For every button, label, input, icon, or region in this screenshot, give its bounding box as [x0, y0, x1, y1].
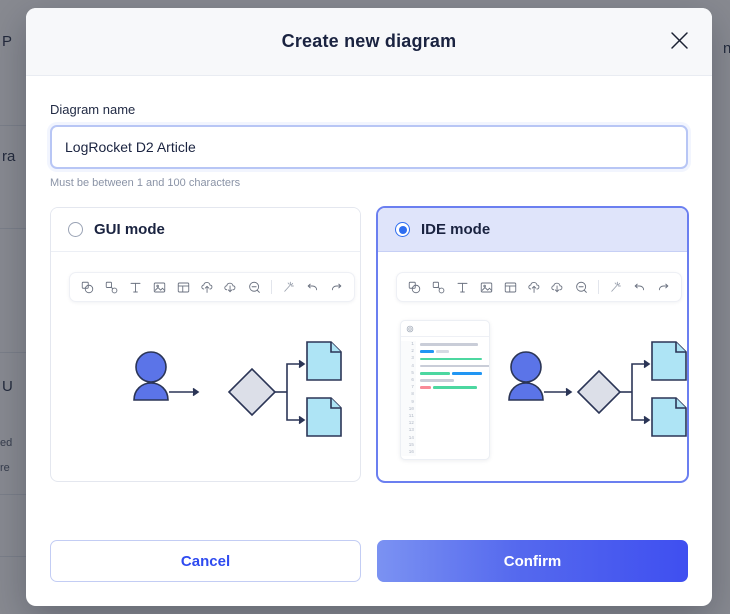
- code-line: [420, 355, 489, 362]
- code-line: [420, 348, 489, 355]
- code-token: [420, 372, 450, 375]
- code-token: [420, 386, 431, 390]
- line-number: 7: [411, 385, 414, 391]
- close-icon: [670, 31, 689, 53]
- code-line: [420, 391, 489, 398]
- layout-icon: [503, 280, 518, 295]
- mode-card-ide-label: IDE mode: [421, 221, 491, 238]
- connector-icon: [104, 280, 119, 295]
- create-diagram-modal: Create new diagram Diagram name Must be …: [26, 8, 712, 606]
- mode-card-gui-label: GUI mode: [94, 221, 165, 238]
- magic-wand-icon: [608, 280, 623, 295]
- radio-gui-mode[interactable]: [68, 222, 83, 237]
- modal-footer: Cancel Confirm: [26, 520, 712, 606]
- code-token: [420, 357, 482, 361]
- magic-wand-icon: [281, 280, 296, 295]
- undo-icon: [632, 280, 647, 295]
- code-content: [416, 341, 489, 456]
- mode-card-ide-header[interactable]: IDE mode: [378, 208, 687, 252]
- code-token: [433, 386, 477, 390]
- code-editor-topbar: [401, 321, 489, 337]
- line-number: 9: [411, 399, 414, 405]
- upload-icon: [200, 280, 215, 295]
- code-line: [420, 427, 489, 434]
- upload-icon: [527, 280, 542, 295]
- text-icon: [455, 280, 470, 295]
- diagram-name-label: Diagram name: [50, 102, 136, 117]
- cloud-download-icon: [223, 280, 238, 295]
- image-icon: [479, 280, 494, 295]
- line-number: 15: [408, 442, 414, 448]
- shapes-icon: [80, 280, 95, 295]
- toolbar-divider: [271, 280, 273, 294]
- preview-toolbar: [396, 272, 682, 302]
- redo-icon: [329, 280, 344, 295]
- image-icon: [152, 280, 167, 295]
- code-line: [420, 377, 489, 384]
- mode-selector: GUI mode: [50, 207, 688, 482]
- code-token: [420, 379, 454, 382]
- code-line: [420, 413, 489, 420]
- redo-icon: [656, 280, 671, 295]
- code-token: [420, 343, 478, 346]
- line-number: 12: [408, 421, 414, 427]
- cloud-download-icon: [550, 280, 565, 295]
- preview-toolbar: [69, 272, 355, 302]
- code-token: [436, 350, 449, 354]
- line-number: 8: [411, 392, 414, 398]
- undo-icon: [305, 280, 320, 295]
- line-number: 3: [411, 356, 414, 362]
- confirm-button[interactable]: Confirm: [377, 540, 688, 582]
- line-number: 16: [408, 450, 414, 456]
- code-line: [420, 363, 489, 370]
- line-number: 11: [408, 414, 414, 420]
- code-line: [420, 420, 489, 427]
- code-token: [420, 350, 434, 354]
- code-line: [420, 406, 489, 413]
- code-gutter: 1 2 3 4 5 6 7 8 9 10 11: [401, 341, 416, 457]
- radio-ide-mode[interactable]: [395, 222, 410, 237]
- modal-header: Create new diagram: [26, 8, 712, 76]
- diagram-name-input[interactable]: [50, 125, 688, 169]
- code-line: [420, 341, 489, 348]
- shapes-icon: [407, 280, 422, 295]
- code-editor-panel[interactable]: 1 2 3 4 5 6 7 8 9 10 11: [400, 320, 490, 460]
- code-line: [420, 399, 489, 406]
- diagram-name-helper-text: Must be between 1 and 100 characters: [50, 177, 241, 189]
- code-token: [452, 372, 482, 375]
- preview-diagram: [508, 341, 687, 437]
- comment-icon: [247, 280, 262, 295]
- text-icon: [128, 280, 143, 295]
- line-number: 4: [411, 363, 414, 369]
- mode-card-ide-preview: 1 2 3 4 5 6 7 8 9 10 11: [378, 252, 687, 481]
- toolbar-divider: [598, 280, 600, 294]
- code-token: [420, 364, 489, 368]
- mode-card-gui[interactable]: GUI mode: [50, 207, 361, 482]
- close-button[interactable]: [662, 25, 696, 59]
- line-number: 5: [411, 370, 414, 376]
- code-line: [420, 449, 489, 456]
- code-line: [420, 442, 489, 449]
- line-number: 6: [411, 378, 414, 384]
- mode-card-gui-preview: [51, 252, 360, 481]
- gear-icon[interactable]: [406, 321, 414, 338]
- code-line: [420, 434, 489, 441]
- connector-icon: [431, 280, 446, 295]
- line-number: 14: [408, 435, 414, 441]
- comment-icon: [574, 280, 589, 295]
- line-number: 13: [408, 428, 414, 434]
- mode-card-gui-header[interactable]: GUI mode: [51, 208, 360, 252]
- cancel-button[interactable]: Cancel: [50, 540, 362, 582]
- code-line: [420, 370, 489, 377]
- preview-diagram: [133, 341, 342, 437]
- code-editor-rows: 1 2 3 4 5 6 7 8 9 10 11: [401, 337, 489, 457]
- line-number: 2: [411, 349, 414, 355]
- line-number: 10: [408, 406, 414, 412]
- code-line: [420, 384, 489, 391]
- modal-body: Diagram name Must be between 1 and 100 c…: [26, 76, 712, 520]
- line-number: 1: [411, 342, 414, 347]
- layout-icon: [176, 280, 191, 295]
- mode-card-ide[interactable]: IDE mode: [377, 207, 688, 482]
- page-title: Create new diagram: [281, 31, 457, 51]
